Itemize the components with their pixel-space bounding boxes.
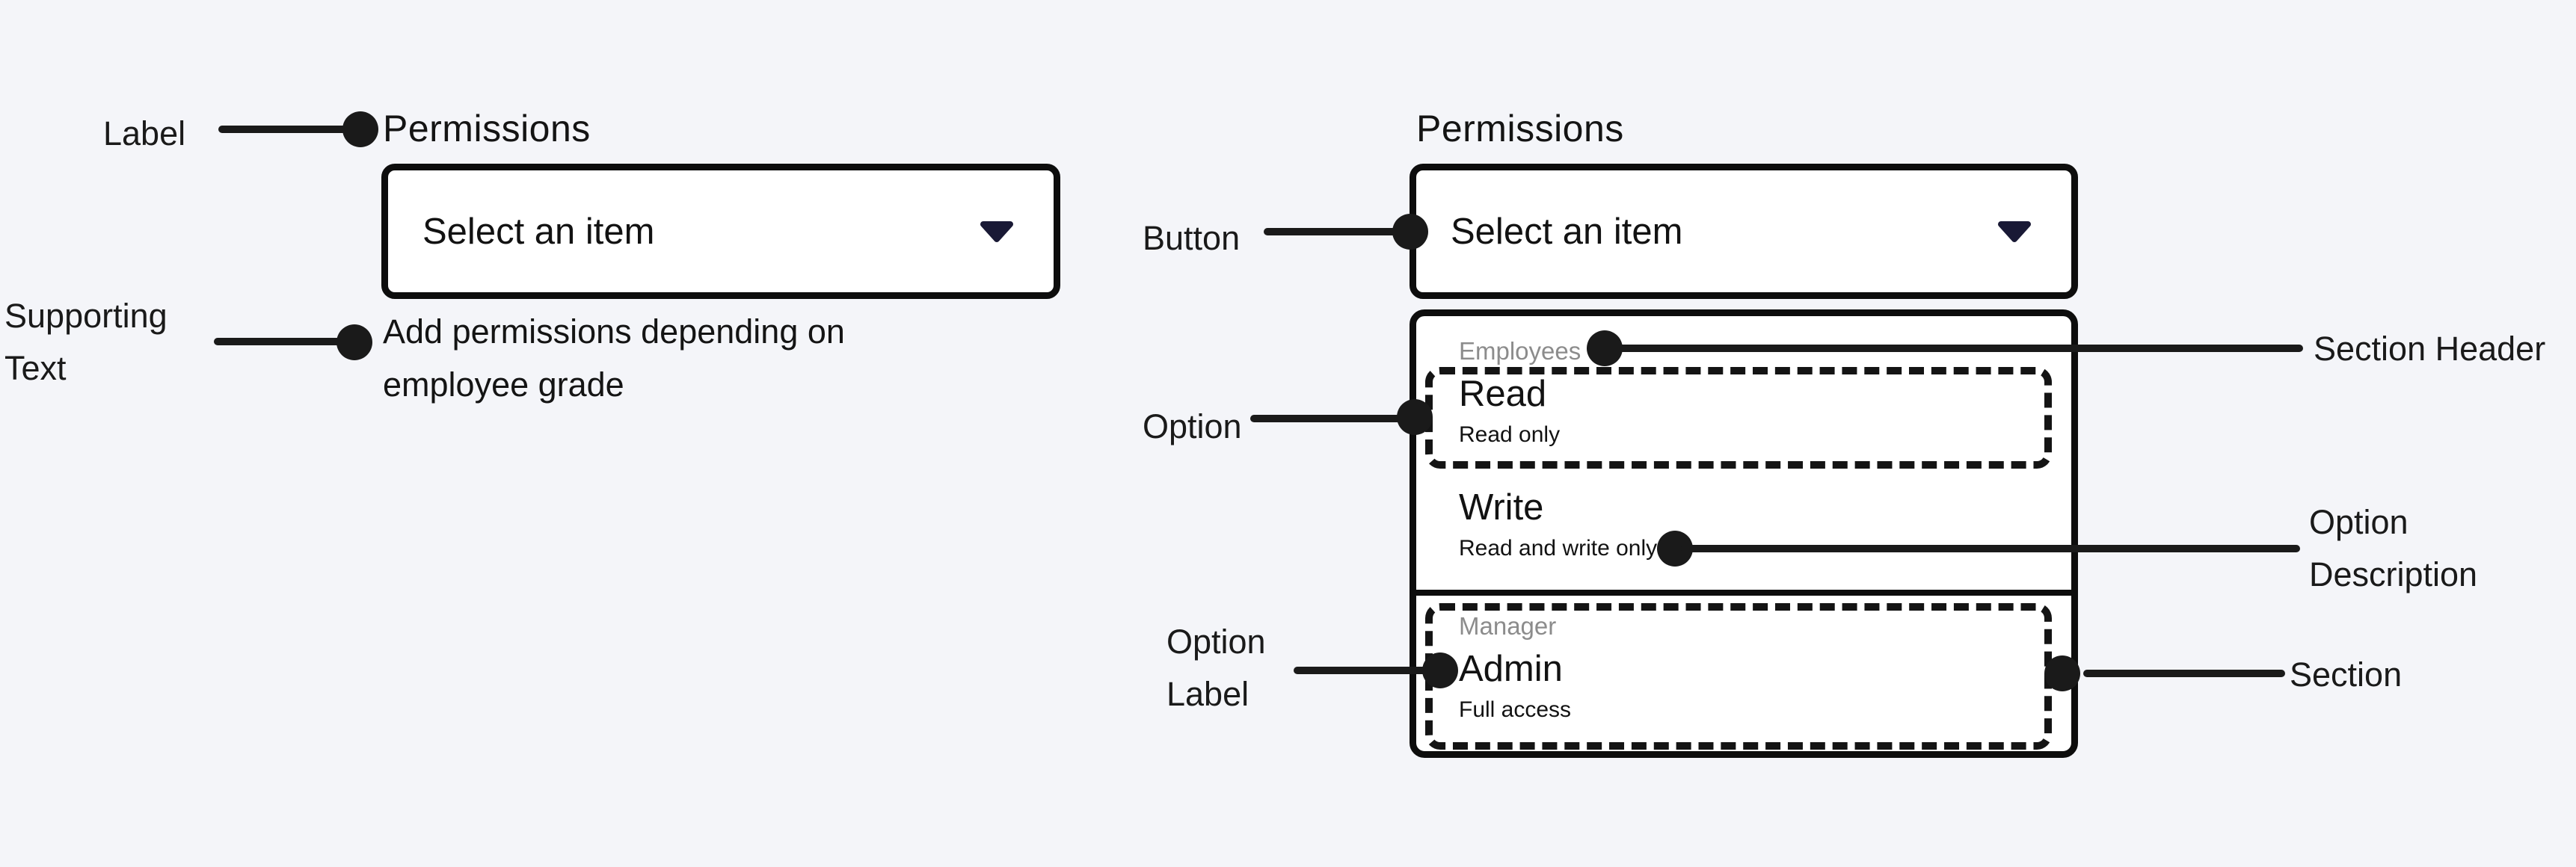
annotation-section-header-line — [1608, 345, 2303, 352]
annotation-section-line — [2083, 670, 2285, 677]
annotation-option-label-text: Option Label — [1166, 623, 1266, 713]
annotation-button-line — [1264, 228, 1402, 235]
annotation-option-label-dot — [1422, 652, 1458, 688]
open-select-label: Permissions — [1416, 108, 1624, 149]
annotation-section-dot — [2044, 655, 2080, 691]
annotation-label-line — [218, 126, 349, 133]
chevron-down-icon — [979, 220, 1015, 243]
open-select-button-text: Select an item — [1451, 211, 1683, 252]
annotation-label-text: Label — [103, 114, 186, 152]
option-description-read: Read only — [1459, 422, 1561, 447]
annotation-option-text: Option — [1143, 407, 1242, 445]
annotation-option-label-line — [1294, 667, 1436, 674]
annotation-option-line — [1250, 415, 1411, 422]
option-label-admin: Admin — [1459, 649, 1563, 689]
annotation-section-text: Section — [2290, 655, 2403, 694]
open-select-button[interactable]: Select an item — [1410, 164, 2078, 299]
annotation-option-description-text: Option Description — [2309, 503, 2478, 593]
menu-section-divider — [1416, 590, 2071, 596]
menu-option-write[interactable]: Write Read and write only — [1459, 487, 1657, 561]
option-description-admin: Full access — [1459, 697, 1572, 722]
annotation-supporting-line — [214, 338, 342, 345]
section-header-employees: Employees — [1459, 337, 1581, 365]
closed-select-button[interactable]: Select an item — [381, 164, 1060, 299]
closed-select-button-text: Select an item — [422, 211, 655, 252]
menu-option-admin[interactable]: Admin Full access — [1459, 648, 1571, 723]
closed-select-supporting-text: Add permissions depending on employee gr… — [383, 312, 845, 404]
option-description-write: Read and write only — [1459, 536, 1658, 561]
chevron-down-icon — [1996, 220, 2032, 243]
menu-option-read[interactable]: Read Read only — [1459, 373, 1560, 448]
annotation-label-dot — [342, 111, 378, 147]
open-select-menu: Employees Read Read only Write Read and … — [1410, 309, 2078, 758]
annotation-option-description-line — [1681, 545, 2300, 552]
annotation-option-dot — [1397, 399, 1433, 435]
annotation-supporting-dot — [336, 324, 372, 360]
annotation-section-header-text: Section Header — [2314, 330, 2546, 368]
option-label-write: Write — [1459, 487, 1544, 528]
section-header-manager: Manager — [1459, 612, 1557, 640]
closed-select-label: Permissions — [383, 108, 591, 149]
annotation-button-dot — [1392, 214, 1428, 250]
option-label-read: Read — [1459, 374, 1547, 414]
annotation-button-text: Button — [1143, 219, 1241, 257]
annotation-supporting-text: Supporting Text — [4, 297, 167, 387]
